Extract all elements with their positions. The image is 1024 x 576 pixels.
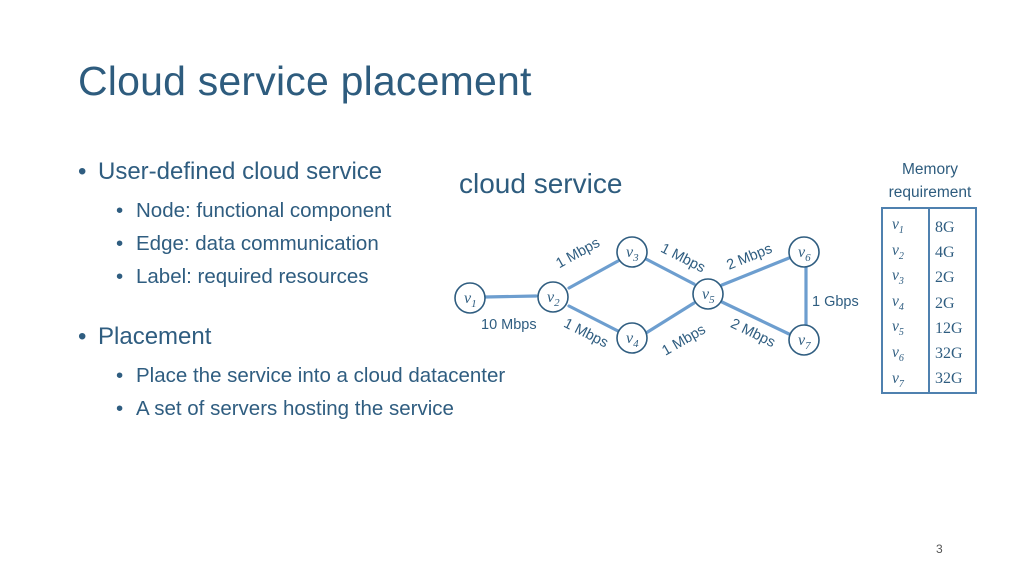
node-v4: v4 [616,322,648,354]
edge-v1-v2 [483,294,538,299]
edge-label-v2-v3: 1 Mbps [553,235,602,272]
edge-v2-v3 [567,259,620,290]
edge-label-v6-v7: 1 Gbps [812,294,859,310]
edge-label-v5-v6: 2 Mbps [724,241,774,274]
sub-bullet-place-service: Place the service into a cloud datacente… [78,359,638,392]
memory-value-v2: 4G [935,244,955,262]
bullet-list: User-defined cloud service Node: functio… [78,150,638,425]
node-v3: v3 [616,236,648,268]
svg-text:v1: v1 [464,290,477,310]
bullet-user-defined-service: User-defined cloud service [78,150,638,194]
edge-v4-v5 [644,301,696,335]
memory-node-v3: v3 [892,267,904,288]
sub-bullet-label: Label: required resources [78,260,638,293]
memory-node-column: v1 v2 v3 v4 v5 v6 v7 [892,212,922,391]
edge-v2-v4 [567,304,620,333]
memory-node-v1: v1 [892,216,904,237]
diagram-label: cloud service [459,168,623,199]
bullet-placement: Placement [78,315,638,359]
edge-v5-v7 [720,300,791,336]
node-v6: v6 [788,236,820,268]
memory-value-v1: 8G [935,219,955,236]
edge-v3-v5 [644,257,696,286]
memory-table-divider [928,209,930,392]
svg-text:v4: v4 [626,330,639,350]
memory-value-v5: 12G [935,319,963,337]
page-number: 3 [936,542,943,556]
sub-bullet-server-set: A set of servers hosting the service [78,392,638,425]
memory-table-title: Memory requirement [888,161,972,201]
sub-bullet-edge: Edge: data communication [78,227,638,260]
edge-label-v4-v5: 1 Mbps [659,322,708,360]
memory-value-v3: 2G [935,269,955,287]
memory-table [881,207,977,394]
edge-label-v1-v2: 10 Mbps [481,317,537,333]
svg-text:v7: v7 [798,332,811,352]
svg-text:v6: v6 [798,244,811,264]
edge-v5-v6 [720,256,791,287]
memory-value-v7: 32G [935,370,963,388]
memory-node-v6: v6 [892,343,904,365]
svg-text:v2: v2 [547,289,560,309]
svg-text:v3: v3 [626,244,639,264]
memory-node-v5: v5 [892,318,904,339]
edge-label-v5-v7: 2 Mbps [728,316,778,351]
node-v2: v2 [537,281,569,313]
slide-title: Cloud service placement [78,58,532,104]
sub-bullet-node: Node: functional component [78,194,638,227]
edge-label-v2-v4: 1 Mbps [561,316,611,352]
node-v1: v1 [454,282,486,314]
svg-text:v5: v5 [702,286,715,306]
memory-node-v7: v7 [892,369,904,390]
memory-node-v4: v4 [892,292,904,313]
memory-value-v4: 2G [935,294,955,312]
node-v7: v7 [788,324,820,356]
node-v5: v5 [692,278,724,310]
memory-value-column: 8G 4G 2G 2G 12G 32G 32G [935,215,971,391]
edge-label-v3-v5: 1 Mbps [658,241,708,277]
memory-value-v6: 32G [935,344,963,362]
memory-node-v2: v2 [892,241,904,262]
